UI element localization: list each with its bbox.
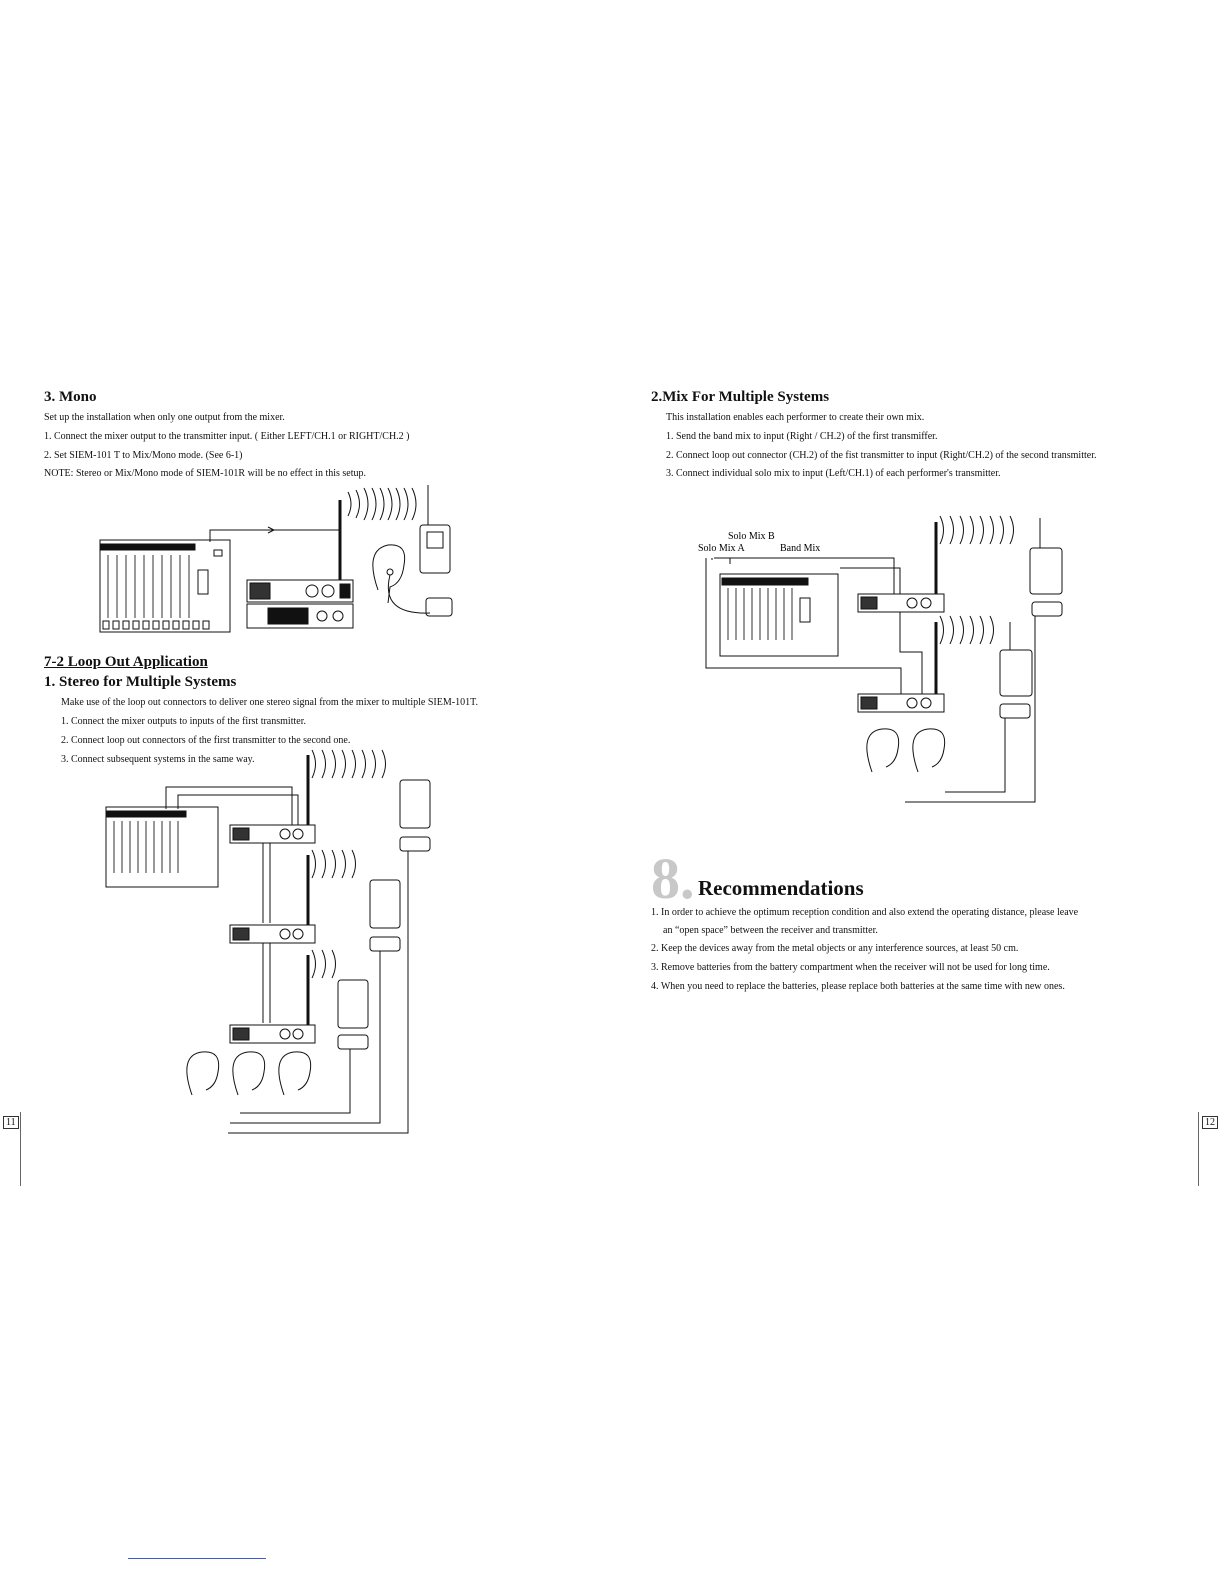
mono-intro: Set up the installation when only one ou… (44, 412, 285, 423)
mix-intro: This installation enables each performer… (666, 412, 925, 423)
recommendations-title: Recommendations (698, 876, 864, 900)
section-number-8: 8. (651, 846, 695, 911)
page-edge-line (20, 1112, 21, 1186)
transmitter-icon (246, 500, 354, 603)
receiver-base-icon (246, 603, 354, 629)
signal-waves-icon (311, 749, 386, 979)
band-mix-label: Band Mix (780, 543, 820, 554)
mixer-icon (99, 539, 231, 633)
head-icon (866, 728, 946, 773)
mono-step-2: 2. Set SIEM-101 T to Mix/Mono mode. (See… (44, 450, 243, 461)
transmitter-2-icon (857, 622, 945, 713)
earphone-icon (388, 574, 453, 617)
bodypack-receiver-icon (999, 518, 1063, 719)
stereo-step-1: 1. Connect the mixer outputs to inputs o… (61, 716, 306, 727)
stereo-step-3: 3. Connect subsequent systems in the sam… (61, 754, 255, 765)
mix-step-1: 1. Send the band mix to input (Right / C… (666, 431, 938, 442)
transmitter-1-icon (857, 522, 945, 613)
mono-note: NOTE: Stereo or Mix/Mono mode of SIEM-10… (44, 468, 366, 479)
recommendation-item-1-cont: an “open space” between the receiver and… (663, 925, 878, 936)
recommendation-item-2: 2. Keep the devices away from the metal … (651, 943, 1019, 954)
mix-step-2: 2. Connect loop out connector (CH.2) of … (666, 450, 1097, 461)
mix-multiple-title: 2.Mix For Multiple Systems (651, 389, 830, 405)
solo-mix-a-label: Solo Mix A (698, 543, 745, 554)
signal-waves-icon (347, 487, 417, 521)
bodypack-receiver-icon (419, 485, 451, 574)
mixer-icon (719, 573, 839, 657)
mix-step-3: 3. Connect individual solo mix to input … (666, 468, 1001, 479)
stereo-multiple-diagram (105, 749, 431, 1134)
stereo-multiple-title: 1. Stereo for Multiple Systems (44, 674, 237, 690)
page-edge-line (1198, 1112, 1199, 1186)
stereo-step-2: 2. Connect loop out connectors of the fi… (61, 735, 351, 746)
page-number-left: 11 (3, 1116, 19, 1129)
transmitter-2-icon (229, 855, 316, 944)
solo-mix-b-label: Solo Mix B (728, 531, 775, 542)
mono-title: 3. Mono (44, 389, 97, 405)
transmitter-1-icon (229, 755, 316, 844)
transmitter-3-icon (229, 955, 316, 1044)
page-number-right: 12 (1202, 1116, 1218, 1129)
bodypack-receiver-icon (337, 779, 431, 1050)
head-icon (186, 1051, 312, 1096)
loop-out-section-title: 7-2 Loop Out Application (44, 654, 208, 670)
mix-multiple-diagram: Solo Mix B Solo Mix A Band Mix (698, 515, 1063, 803)
recommendation-item-1: 1. In order to achieve the optimum recep… (651, 907, 1079, 918)
recommendation-item-4: 4. When you need to replace the batterie… (651, 981, 1065, 992)
stereo-multiple-intro: Make use of the loop out connectors to d… (61, 697, 478, 708)
recommendation-item-3: 3. Remove batteries from the battery com… (651, 962, 1050, 973)
signal-waves-icon (939, 515, 1014, 645)
mixer-icon (105, 806, 219, 888)
mono-step-1: 1. Connect the mixer output to the trans… (44, 431, 410, 442)
divider-line (128, 1558, 266, 1559)
mono-setup-diagram (99, 485, 453, 633)
